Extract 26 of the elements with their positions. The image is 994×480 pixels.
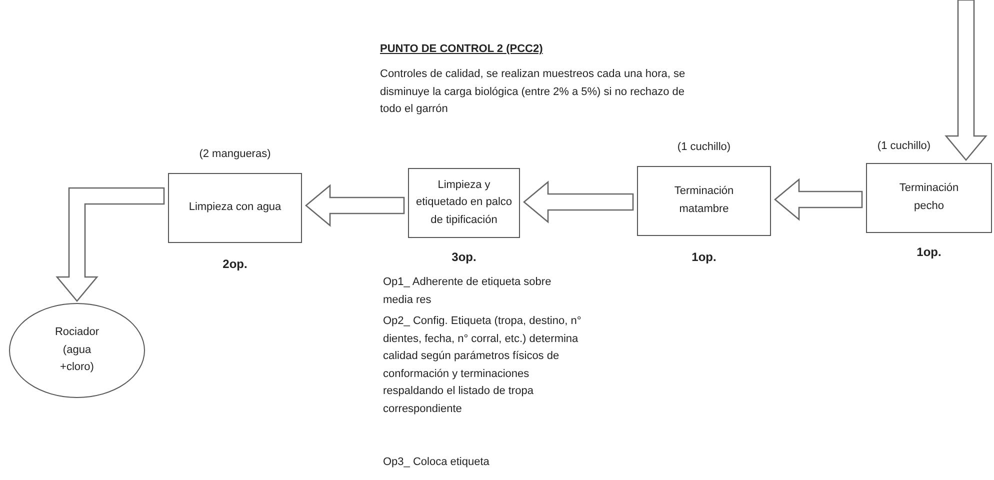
operation-note: Op3_ Coloca etiqueta	[383, 455, 490, 470]
process-box	[168, 173, 302, 243]
block-arrow	[304, 184, 405, 227]
node-text: Limpieza y etiquetado en palco de tipificación	[414, 178, 514, 228]
block-arrow	[522, 180, 634, 224]
operation-note: Op2_ Config. Etiqueta (tropa, destino, n° dientes, fecha, n° corral, etc.) determina calidad según parámetros físicos de conformación y terminaciones respaldando el listado de tropa correspondiente	[383, 314, 582, 417]
process-box	[637, 166, 771, 236]
node-text: Terminación matambre	[673, 184, 735, 217]
section-heading: PUNTO DE CONTROL 2 (PCC2)	[380, 43, 543, 55]
node-text: Terminación pecho	[898, 181, 960, 214]
tool-note: (1 cuchillo)	[876, 140, 932, 152]
operation-note: Op1_ Adherente de etiqueta sobre media res	[383, 275, 552, 308]
operator-count: 1op.	[690, 250, 718, 264]
tool-note: (2 mangueras)	[198, 148, 272, 160]
block-arrow	[56, 187, 165, 302]
node-text: Rociador (agua +cloro)	[54, 325, 100, 376]
operator-count: 2op.	[222, 257, 248, 271]
node-text: Limpieza con agua	[188, 200, 282, 216]
process-box	[866, 163, 992, 233]
tool-note: (1 cuchillo)	[676, 141, 732, 153]
operator-count: 3op.	[450, 250, 478, 264]
block-arrow	[944, 0, 988, 162]
process-box	[408, 168, 520, 238]
block-arrow	[774, 178, 863, 221]
operator-count: 1op.	[916, 245, 942, 259]
note-paragraph: Controles de calidad, se realizan muestreos cada una hora, se disminuye la carga biológica (entre 2% a 5%) si no rechazo de todo el garrón	[380, 67, 686, 118]
